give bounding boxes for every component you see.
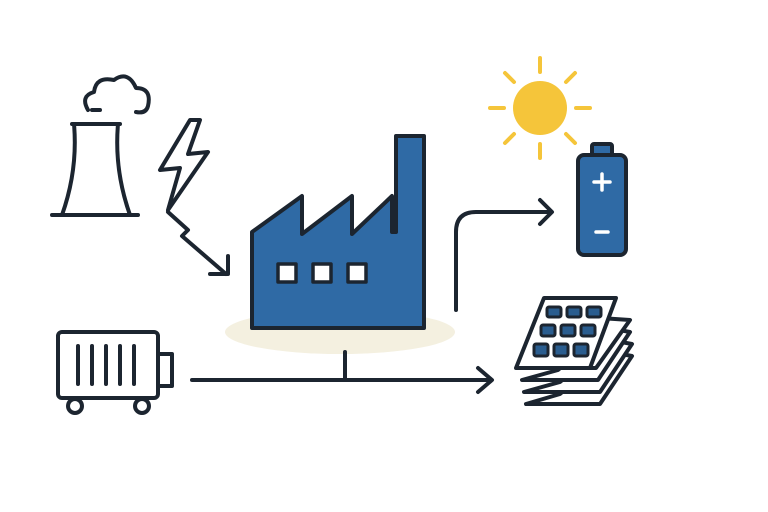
factory-window <box>276 262 298 284</box>
factory-icon <box>250 134 426 330</box>
factory-window <box>311 262 333 284</box>
solar-panel-stack-icon <box>514 296 634 406</box>
cloud-icon <box>83 74 151 115</box>
factory-window <box>346 262 368 284</box>
input-arrow-icon <box>166 210 230 276</box>
generator-icon <box>56 330 174 415</box>
battery-arrow-icon <box>454 198 554 312</box>
lightning-icon <box>158 118 210 212</box>
sun-icon <box>488 56 592 160</box>
output-arrow-icon <box>190 350 494 394</box>
battery-icon <box>576 142 628 257</box>
cooling-tower-icon <box>50 122 140 217</box>
